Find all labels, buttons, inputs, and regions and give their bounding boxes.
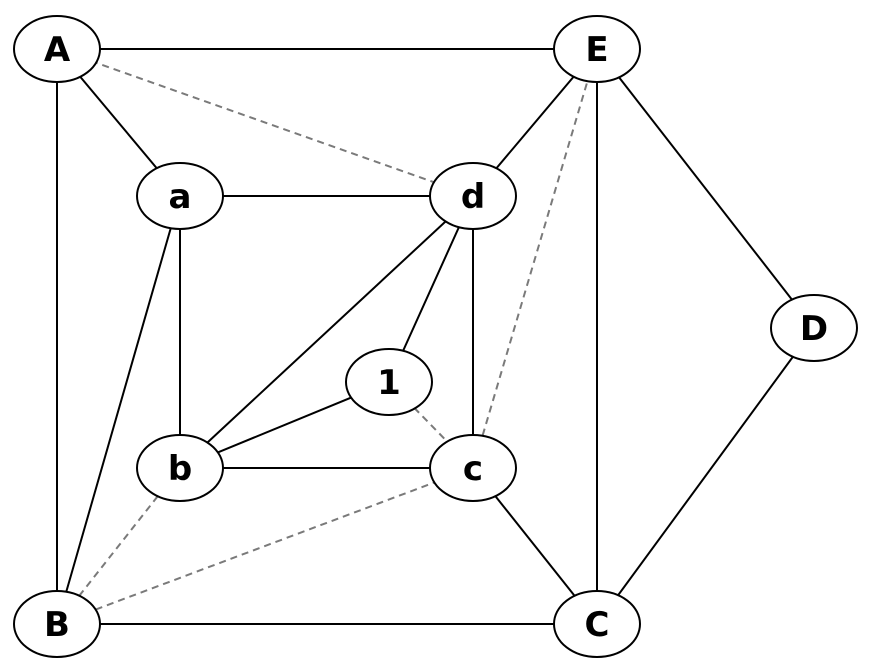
node-a: a bbox=[136, 162, 224, 230]
node-ellipse bbox=[553, 15, 641, 83]
node-1: 1 bbox=[345, 348, 433, 416]
node-label: 1 bbox=[377, 363, 401, 403]
node-label: A bbox=[44, 30, 71, 70]
node-ellipse bbox=[136, 162, 224, 230]
nodes-layer: A Ea dD 1 b cB C bbox=[13, 15, 858, 658]
edge-A-d-dashed bbox=[56, 48, 474, 197]
node-label: D bbox=[800, 309, 828, 349]
edge-d-b bbox=[179, 195, 474, 469]
node-ellipse bbox=[553, 590, 641, 658]
node-E: E bbox=[553, 15, 641, 83]
edge-c-B-dashed bbox=[56, 467, 474, 625]
node-c: c bbox=[429, 434, 517, 502]
node-ellipse bbox=[429, 434, 517, 502]
node-label: C bbox=[585, 605, 610, 645]
node-ellipse bbox=[136, 434, 224, 502]
node-A: A bbox=[13, 15, 101, 83]
node-ellipse bbox=[429, 162, 517, 230]
edge-a-B bbox=[56, 195, 181, 625]
node-label: b bbox=[168, 449, 192, 489]
node-label: c bbox=[463, 449, 483, 489]
edge-E-D bbox=[596, 48, 815, 329]
node-d: d bbox=[429, 162, 517, 230]
node-ellipse bbox=[13, 15, 101, 83]
node-C: C bbox=[553, 590, 641, 658]
node-ellipse bbox=[345, 348, 433, 416]
node-ellipse bbox=[13, 590, 101, 658]
node-ellipse bbox=[770, 294, 858, 362]
node-label: a bbox=[169, 177, 192, 217]
node-D: D bbox=[770, 294, 858, 362]
edge-D-C bbox=[596, 327, 815, 625]
node-label: B bbox=[44, 605, 70, 645]
edge-b-B-dashed bbox=[56, 467, 181, 625]
edge-E-c-dashed bbox=[472, 48, 598, 469]
node-B: B bbox=[13, 590, 101, 658]
node-b: b bbox=[136, 434, 224, 502]
node-label: d bbox=[461, 177, 485, 217]
node-label: E bbox=[585, 30, 608, 70]
